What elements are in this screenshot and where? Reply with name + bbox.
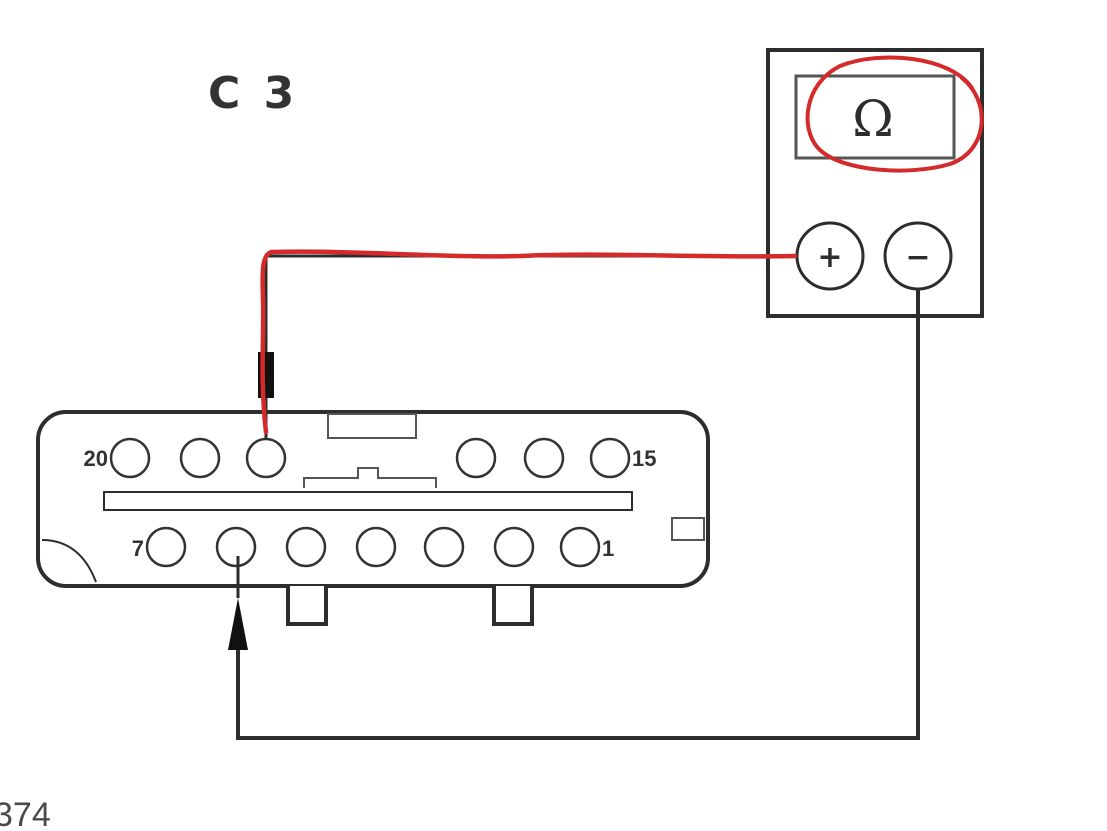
connector-chamfer (41, 539, 97, 583)
connector-foot-right (492, 586, 534, 626)
positive-probe-body (258, 352, 274, 398)
pin-label-1: 1 (602, 536, 614, 561)
pin-4 (355, 526, 397, 568)
pin-2 (493, 526, 535, 568)
connector-key (303, 467, 437, 488)
connector-label: C 3 (208, 68, 298, 119)
pin-3 (423, 526, 465, 568)
pin-17 (455, 437, 497, 479)
pin-5 (285, 526, 327, 568)
connector-side-tab (671, 517, 705, 541)
red-annotation-wire (260, 249, 798, 435)
pin-15 (589, 437, 631, 479)
positive-lead-wire (264, 254, 797, 352)
connector-foot-left (286, 586, 328, 626)
connector-latch-slot (327, 413, 417, 439)
negative-lead-wire (236, 289, 920, 740)
red-highlight-circle (805, 55, 984, 173)
pin-label-20: 20 (84, 446, 108, 471)
negative-terminal-sign: − (905, 240, 930, 275)
pin-1 (559, 526, 601, 568)
pin-19 (179, 437, 221, 479)
pin-18 (245, 437, 287, 479)
multimeter-display (794, 74, 956, 160)
connector: 20 15 7 1 (36, 410, 710, 626)
pin-16 (523, 437, 565, 479)
pin-20 (109, 437, 151, 479)
negative-probe (228, 289, 920, 740)
figure-number: 374 (0, 796, 51, 831)
ohm-symbol: Ω (852, 90, 893, 148)
pin-6 (215, 526, 257, 568)
connector-divider (103, 491, 633, 511)
positive-terminal-sign: + (817, 240, 842, 275)
positive-probe (258, 249, 798, 440)
pin-7 (145, 526, 187, 568)
multimeter: Ω + − (766, 48, 984, 318)
pin-label-15: 15 (632, 446, 656, 471)
pin-label-7: 7 (132, 536, 144, 561)
negative-probe-tip (228, 598, 248, 650)
